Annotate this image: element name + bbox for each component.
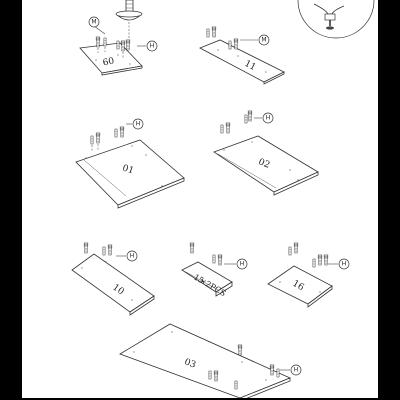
svg-text:H: H <box>150 43 155 50</box>
callout-h-02: H <box>262 112 274 124</box>
svg-text:M: M <box>91 19 96 26</box>
svg-text:H: H <box>294 367 299 374</box>
callout-h-09: H <box>146 40 158 52</box>
callout-h-15: H <box>236 258 248 270</box>
callout-m-09: M <box>88 16 100 28</box>
callout-h-10: H <box>126 250 138 262</box>
callout-h-03: H <box>290 364 302 376</box>
svg-text:H: H <box>136 121 141 128</box>
panel-15-group: 15 ×2PCS <box>181 242 236 298</box>
top-fitting-icon <box>115 0 143 44</box>
callout-h-16: H <box>338 258 350 270</box>
panel-11-label: 11 <box>243 59 258 73</box>
panel-01-group: 01 <box>75 123 185 209</box>
panel-09-label: 09 <box>101 54 115 66</box>
magnified-detail-icon <box>297 0 375 39</box>
panel-11-group: 11 <box>199 26 285 85</box>
panel-09-group: 09 <box>79 0 146 76</box>
svg-text:09: 09 <box>101 54 115 66</box>
svg-text:H: H <box>240 261 245 268</box>
callout-h-01: H <box>132 118 144 130</box>
panel-03-label: 03 <box>183 357 197 370</box>
svg-text:M: M <box>261 37 266 44</box>
panel-01-label: 01 <box>121 163 135 176</box>
panel-03-group: 03 <box>119 323 292 398</box>
panel-10-group: 10 <box>71 242 155 316</box>
callout-m-11: M <box>258 34 270 46</box>
panel-02-group: 02 <box>213 110 319 196</box>
panel-15-label: 15 <box>192 273 205 286</box>
svg-text:H: H <box>130 253 135 260</box>
panel-02-label: 02 <box>257 157 271 171</box>
svg-text:H: H <box>266 115 271 122</box>
assembly-diagram: 09 M H 11 M <box>71 0 375 398</box>
panel-16-group: 16 <box>267 242 338 308</box>
assembly-instruction-page: 09 M H 11 M <box>22 0 378 398</box>
svg-text:H: H <box>342 261 347 268</box>
